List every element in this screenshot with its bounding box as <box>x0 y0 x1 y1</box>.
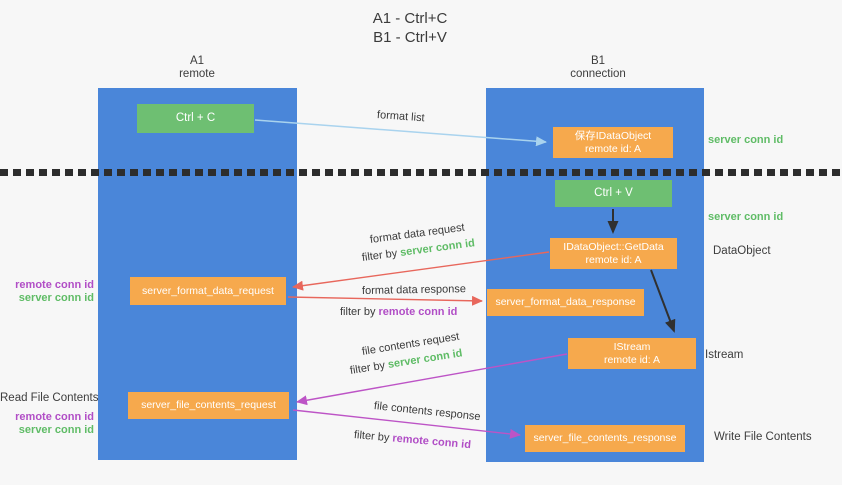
right-label-server-conn-id-top: server conn id <box>708 134 784 146</box>
filter-key-remote-conn-id: remote conn id <box>391 432 472 452</box>
box-istream: IStream remote id: A <box>568 338 696 369</box>
lifeline-a-header: A1 remote <box>147 55 247 81</box>
label-file-contents-response: file contents response <box>373 400 482 424</box>
box-idataobject-getdata: IDataObject::GetData remote id: A <box>550 238 677 269</box>
diagram-title: A1 - Ctrl+C B1 - Ctrl+V <box>290 9 530 47</box>
lifeline-a-name: A1 <box>189 55 205 67</box>
server-format-data-response-label: server_format_data_response <box>495 296 636 308</box>
label-file-contents-response-filter: filter by remote conn id <box>353 429 471 451</box>
box-server-file-contents-request: server_file_contents_request <box>128 392 289 419</box>
lifeline-b-header: B1 connection <box>548 55 648 81</box>
server-file-contents-response-label: server_file_contents_response <box>533 432 677 444</box>
right-label-dataobject: DataObject <box>713 245 771 257</box>
filter-prefix: filter by <box>340 306 379 318</box>
save-idataobject-line-1: 保存IDataObject <box>574 129 652 142</box>
right-label-istream: Istream <box>705 349 744 361</box>
dashed-separator <box>0 169 842 176</box>
filter-prefix: filter by <box>353 429 393 445</box>
left-label-server-conn-id-bottom: server conn id <box>18 424 94 436</box>
label-format-data-response-filter: filter by remote conn id <box>340 306 457 318</box>
lifeline-b-role: connection <box>570 68 626 80</box>
label-format-data-response: format data response <box>361 283 467 297</box>
ctrl-c-label: Ctrl + C <box>175 112 216 124</box>
filter-key-remote-conn-id: remote conn id <box>378 306 458 318</box>
filter-prefix: filter by <box>349 359 389 377</box>
arrow-format-data-response <box>287 295 483 306</box>
istream-line-1: IStream <box>613 340 651 353</box>
title-line-1: A1 - Ctrl+C <box>372 10 448 27</box>
filter-prefix: filter by <box>361 247 401 264</box>
getdata-line-1: IDataObject::GetData <box>563 240 664 253</box>
box-save-idataobject: 保存IDataObject remote id: A <box>553 127 673 158</box>
server-file-contents-request-label: server_file_contents_request <box>141 399 276 411</box>
box-ctrl-c: Ctrl + C <box>137 104 254 133</box>
left-label-remote-conn-id-bottom: remote conn id <box>15 411 94 423</box>
getdata-line-2: remote id: A <box>585 253 642 266</box>
label-format-list: format list <box>376 109 425 125</box>
lifeline-a-role: remote <box>179 68 215 80</box>
left-label-remote-conn-id-top: remote conn id <box>15 279 94 291</box>
istream-line-2: remote id: A <box>603 353 661 366</box>
box-server-format-data-request: server_format_data_request <box>130 277 286 305</box>
save-idataobject-line-2: remote id: A <box>584 142 642 155</box>
lifeline-b-name: B1 <box>590 55 606 67</box>
server-format-data-request-label: server_format_data_request <box>142 284 274 297</box>
ctrl-v-label: Ctrl + V <box>594 187 633 199</box>
right-label-write-file-contents: Write File Contents <box>714 431 812 443</box>
left-label-server-conn-id-top: server conn id <box>18 292 94 304</box>
title-line-2: B1 - Ctrl+V <box>373 29 447 46</box>
left-label-read-file-contents: Read File Contents <box>0 392 99 404</box>
right-label-server-conn-id-mid: server conn id <box>708 211 784 223</box>
box-ctrl-v: Ctrl + V <box>555 180 672 207</box>
box-server-file-contents-response: server_file_contents_response <box>525 425 685 452</box>
box-server-format-data-response: server_format_data_response <box>487 289 644 316</box>
